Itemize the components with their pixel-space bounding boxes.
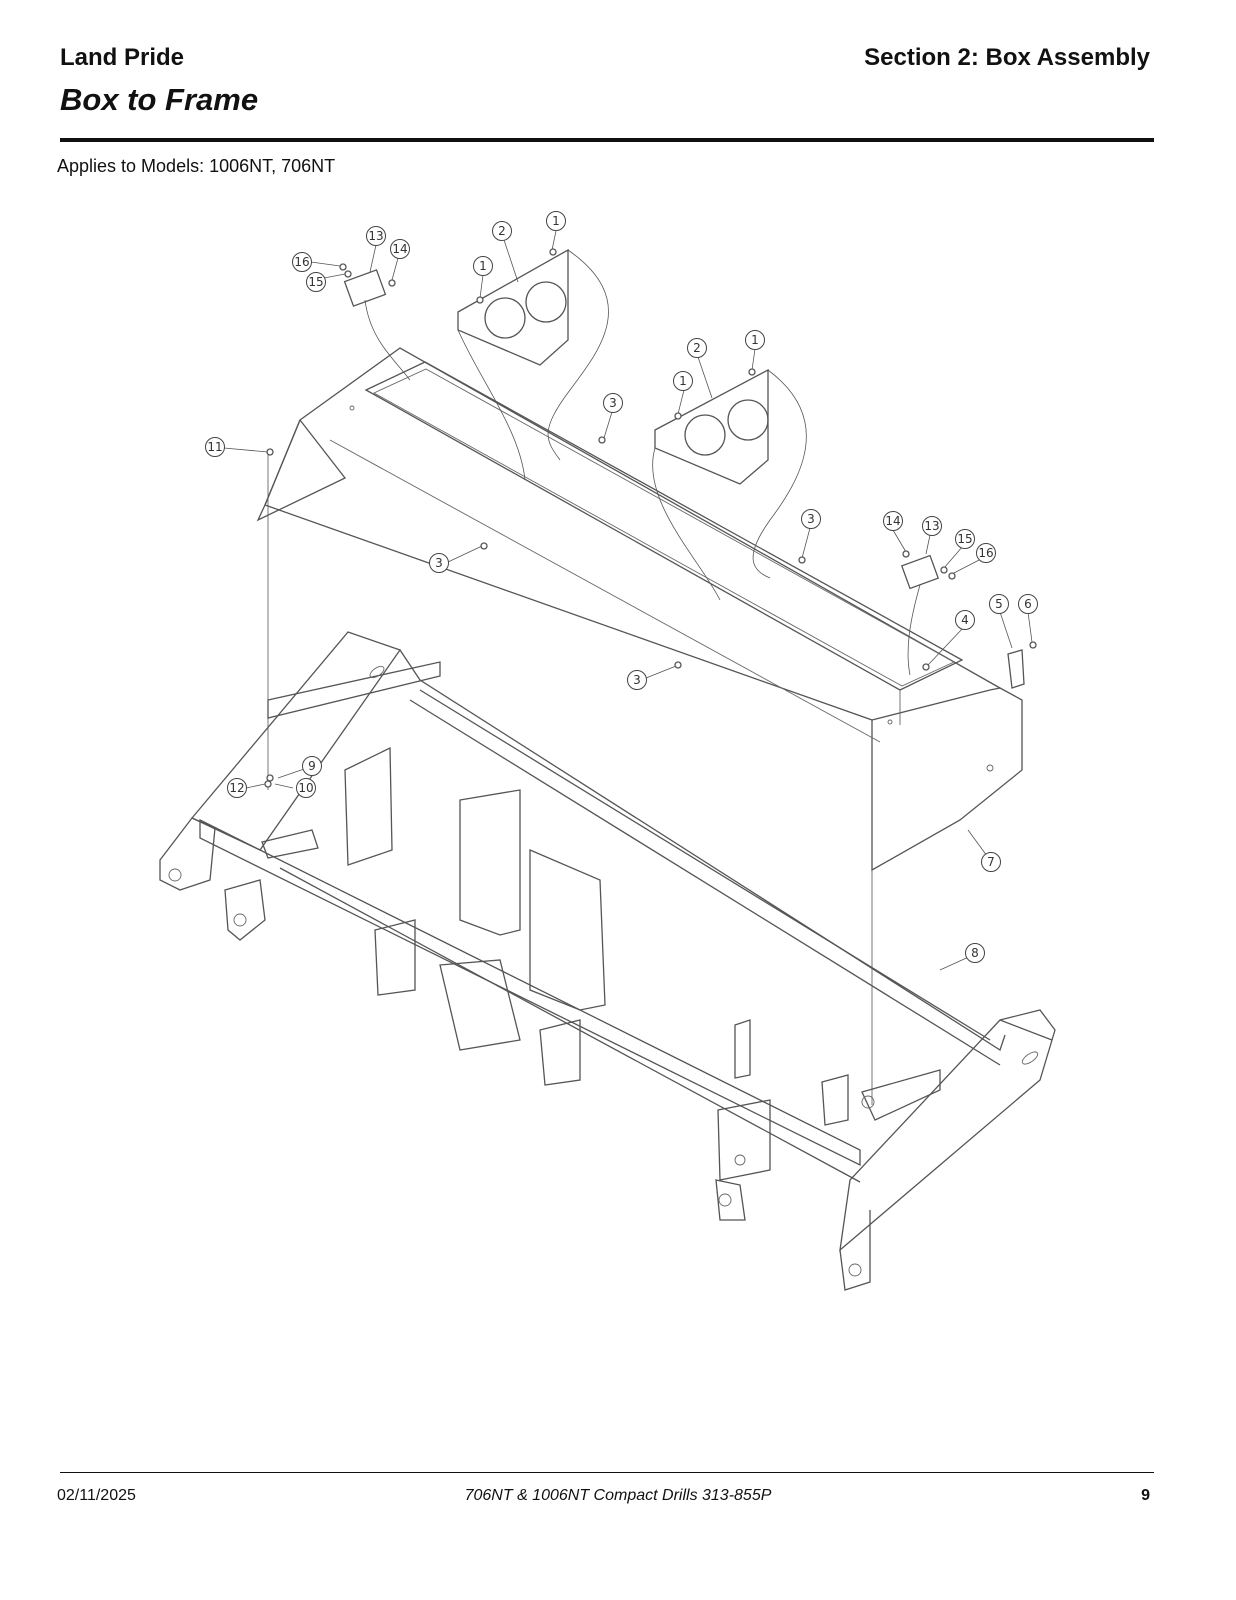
svg-text:3: 3	[609, 396, 617, 410]
callout-13a: 13	[366, 226, 386, 246]
callout-14b: 14	[883, 511, 903, 531]
svg-text:1: 1	[552, 214, 560, 228]
callout-1a: 1	[546, 211, 566, 231]
svg-text:1: 1	[679, 374, 687, 388]
svg-text:2: 2	[693, 341, 701, 355]
box-lid-right	[654, 368, 807, 579]
svg-text:10: 10	[298, 781, 313, 795]
svg-text:11: 11	[207, 440, 222, 454]
callout-1d: 1	[673, 371, 693, 391]
applies-to-models: Applies to Models: 1006NT, 706NT	[57, 156, 336, 176]
callout-1c: 1	[745, 330, 765, 350]
callout-6: 6	[1018, 594, 1038, 614]
fasteners	[264, 248, 1037, 788]
svg-text:1: 1	[751, 333, 759, 347]
page-number: 9	[1141, 1487, 1150, 1504]
plate-right	[900, 554, 940, 590]
callout-3c: 3	[801, 509, 821, 529]
svg-text:16: 16	[294, 255, 309, 269]
callout-3a: 3	[603, 393, 623, 413]
callout-16b: 16	[976, 543, 996, 563]
callout-9: 9	[302, 756, 322, 776]
callout-11: 11	[205, 437, 225, 457]
svg-text:3: 3	[633, 673, 641, 687]
callout-16a: 16	[292, 252, 312, 272]
svg-text:16: 16	[978, 546, 993, 560]
callout-15b: 15	[955, 529, 975, 549]
drill-frame	[159, 631, 1056, 1291]
callout-leaders	[223, 230, 1033, 971]
svg-text:6: 6	[1024, 597, 1032, 611]
svg-text:4: 4	[961, 613, 969, 627]
footer-document-title: 706NT & 1006NT Compact Drills 313-855P	[464, 1487, 772, 1504]
callout-3b: 3	[429, 553, 449, 573]
svg-text:8: 8	[971, 946, 979, 960]
svg-text:2: 2	[498, 224, 506, 238]
svg-text:12: 12	[229, 781, 244, 795]
callout-14a: 14	[390, 239, 410, 259]
svg-text:1: 1	[479, 259, 487, 273]
callout-3d: 3	[627, 670, 647, 690]
svg-text:14: 14	[885, 514, 900, 528]
header-rule	[60, 138, 1154, 142]
svg-text:3: 3	[807, 512, 815, 526]
callout-10: 10	[296, 778, 316, 798]
callout-12: 12	[227, 778, 247, 798]
callout-8: 8	[965, 943, 985, 963]
brand-name: Land Pride	[60, 44, 185, 71]
callout-1b: 1	[473, 256, 493, 276]
callout-7: 7	[981, 852, 1001, 872]
latch	[1007, 649, 1025, 689]
section-title: Section 2: Box Assembly	[864, 44, 1150, 71]
callout-13b: 13	[922, 516, 942, 536]
callout-4: 4	[955, 610, 975, 630]
callout-5: 5	[989, 594, 1009, 614]
svg-text:9: 9	[308, 759, 316, 773]
svg-text:13: 13	[368, 229, 383, 243]
plate-left	[343, 269, 387, 307]
svg-text:5: 5	[995, 597, 1003, 611]
callout-2b: 2	[687, 338, 707, 358]
svg-text:13: 13	[924, 519, 939, 533]
page-title: Box to Frame	[60, 82, 259, 117]
svg-text:7: 7	[987, 855, 995, 869]
svg-text:3: 3	[435, 556, 443, 570]
svg-text:15: 15	[308, 275, 323, 289]
svg-text:14: 14	[392, 242, 407, 256]
callout-2a: 2	[492, 221, 512, 241]
footer-date: 02/11/2025	[57, 1487, 136, 1504]
seed-box	[256, 347, 1023, 872]
callout-15a: 15	[306, 272, 326, 292]
svg-text:15: 15	[957, 532, 972, 546]
box-lid-left	[457, 248, 609, 461]
footer-rule	[60, 1472, 1154, 1473]
